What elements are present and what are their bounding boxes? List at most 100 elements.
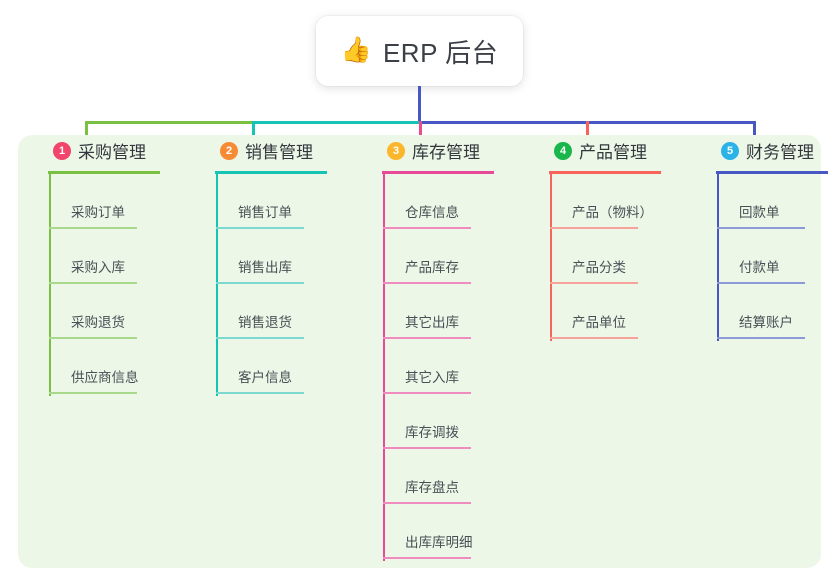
branch-item[interactable]: 回款单 [701, 174, 839, 229]
branch-item-underline [216, 282, 304, 284]
branch-number-badge: 1 [53, 141, 71, 160]
branch-item[interactable]: 仓库信息 [367, 174, 534, 229]
branch-item-underline [717, 282, 805, 284]
branch-item-label: 库存盘点 [405, 480, 459, 495]
branch-item[interactable]: 出库库明细 [367, 504, 534, 559]
branch-item-underline [49, 282, 137, 284]
branch-item-label: 产品分类 [572, 260, 626, 275]
branch-header-underline [549, 171, 661, 174]
branch-item-label: 采购订单 [71, 205, 125, 220]
branch-item[interactable]: 采购退货 [33, 284, 200, 339]
branch-number-badge: 5 [721, 141, 739, 160]
branch-title: 产品管理 [579, 143, 647, 162]
branch-item[interactable]: 销售出库 [200, 229, 367, 284]
branch-item[interactable]: 客户信息 [200, 339, 367, 394]
branch-item-underline [550, 282, 638, 284]
branch-item-label: 其它出库 [405, 315, 459, 330]
branch-header-财务管理[interactable]: 5 财务管理 [701, 135, 839, 166]
branch-column-产品管理: 4 产品管理产品（物料） 产品分类产品单位 [534, 135, 701, 341]
branch-item[interactable]: 销售订单 [200, 174, 367, 229]
branch-item-label: 库存调拨 [405, 425, 459, 440]
branch-item-label: 供应商信息 [71, 370, 139, 385]
branch-item[interactable]: 其它出库 [367, 284, 534, 339]
branch-item[interactable]: 结算账户 [701, 284, 839, 339]
branch-item-underline [216, 392, 304, 394]
branch-item[interactable]: 付款单 [701, 229, 839, 284]
branch-item-underline [383, 337, 471, 339]
branch-item-underline [717, 337, 805, 339]
root-stem-connector [418, 86, 421, 124]
branch-item-label: 产品单位 [572, 315, 626, 330]
branch-item[interactable]: 采购入库 [33, 229, 200, 284]
branch-header-销售管理[interactable]: 2 销售管理 [200, 135, 367, 166]
branch-item-underline [550, 337, 638, 339]
bus-segment-4 [586, 121, 753, 124]
branch-number-badge: 3 [387, 141, 405, 160]
branch-header-underline [382, 171, 494, 174]
branch-item[interactable]: 供应商信息 [33, 339, 200, 394]
branch-item-label: 销售订单 [238, 205, 292, 220]
branch-item-underline [717, 227, 805, 229]
branch-item-label: 其它入库 [405, 370, 459, 385]
branch-item-label: 销售退货 [238, 315, 292, 330]
branch-item[interactable]: 产品单位 [534, 284, 701, 339]
branch-item-label: 采购入库 [71, 260, 125, 275]
branch-spine [216, 173, 218, 396]
branch-item[interactable]: 销售退货 [200, 284, 367, 339]
branch-item-label: 产品（物料） [572, 205, 653, 220]
branch-spine [383, 173, 385, 561]
branch-item-label: 出库库明细 [405, 535, 473, 550]
branch-number-badge: 4 [554, 141, 572, 160]
branch-item-underline [383, 282, 471, 284]
branch-item[interactable]: 采购订单 [33, 174, 200, 229]
branch-column-销售管理: 2 销售管理销售订单销售出库销售退货客户信息 [200, 135, 367, 396]
branch-item[interactable]: 库存调拨 [367, 394, 534, 449]
branch-item-underline [550, 227, 638, 229]
branch-item[interactable]: 产品（物料） [534, 174, 701, 229]
thumbs-up-icon: 👍 [340, 35, 372, 64]
branch-item[interactable]: 库存盘点 [367, 449, 534, 504]
branch-item-label: 仓库信息 [405, 205, 459, 220]
branch-item-underline [216, 337, 304, 339]
branch-item-underline [216, 227, 304, 229]
branch-item-list: 销售订单销售出库销售退货客户信息 [200, 174, 367, 394]
branch-item-label: 产品库存 [405, 260, 459, 275]
branch-spine [49, 173, 51, 396]
branch-item-label: 付款单 [739, 260, 780, 275]
branch-item-underline [383, 392, 471, 394]
branch-item-label: 结算账户 [739, 315, 793, 330]
branch-column-财务管理: 5 财务管理回款单付款单结算账户 [701, 135, 839, 341]
branch-item-underline [383, 447, 471, 449]
branch-item[interactable]: 产品库存 [367, 229, 534, 284]
branch-item-underline [49, 337, 137, 339]
branch-header-产品管理[interactable]: 4 产品管理 [534, 135, 701, 166]
root-node[interactable]: 👍 ERP 后台 [316, 16, 523, 86]
branch-column-采购管理: 1 采购管理采购订单采购入库采购退货供应商信息 [33, 135, 200, 396]
branch-item-label: 采购退货 [71, 315, 125, 330]
branch-item-label: 回款单 [739, 205, 780, 220]
branch-item-label: 客户信息 [238, 370, 292, 385]
branch-item-list: 回款单付款单结算账户 [701, 174, 839, 339]
bus-segment-2 [252, 121, 419, 124]
branch-item[interactable]: 其它入库 [367, 339, 534, 394]
bus-segment-1 [85, 121, 252, 124]
branch-item-underline [49, 227, 137, 229]
branch-title: 采购管理 [78, 143, 146, 162]
branch-item-underline [383, 227, 471, 229]
branch-header-underline [48, 171, 160, 174]
branch-spine [550, 173, 552, 341]
branch-title: 财务管理 [746, 143, 814, 162]
branch-title: 销售管理 [245, 143, 313, 162]
branch-number-badge: 2 [220, 141, 238, 160]
branch-item-list: 仓库信息产品库存其它出库其它入库库存调拨库存盘点出库库明细 [367, 174, 534, 559]
branch-spine [717, 173, 719, 341]
branch-item-list: 采购订单采购入库采购退货供应商信息 [33, 174, 200, 394]
branch-item-label: 销售出库 [238, 260, 292, 275]
branch-header-采购管理[interactable]: 1 采购管理 [33, 135, 200, 166]
branch-item[interactable]: 产品分类 [534, 229, 701, 284]
branch-header-underline [215, 171, 327, 174]
root-title: ERP 后台 [382, 37, 499, 68]
bus-segment-3 [419, 121, 586, 124]
